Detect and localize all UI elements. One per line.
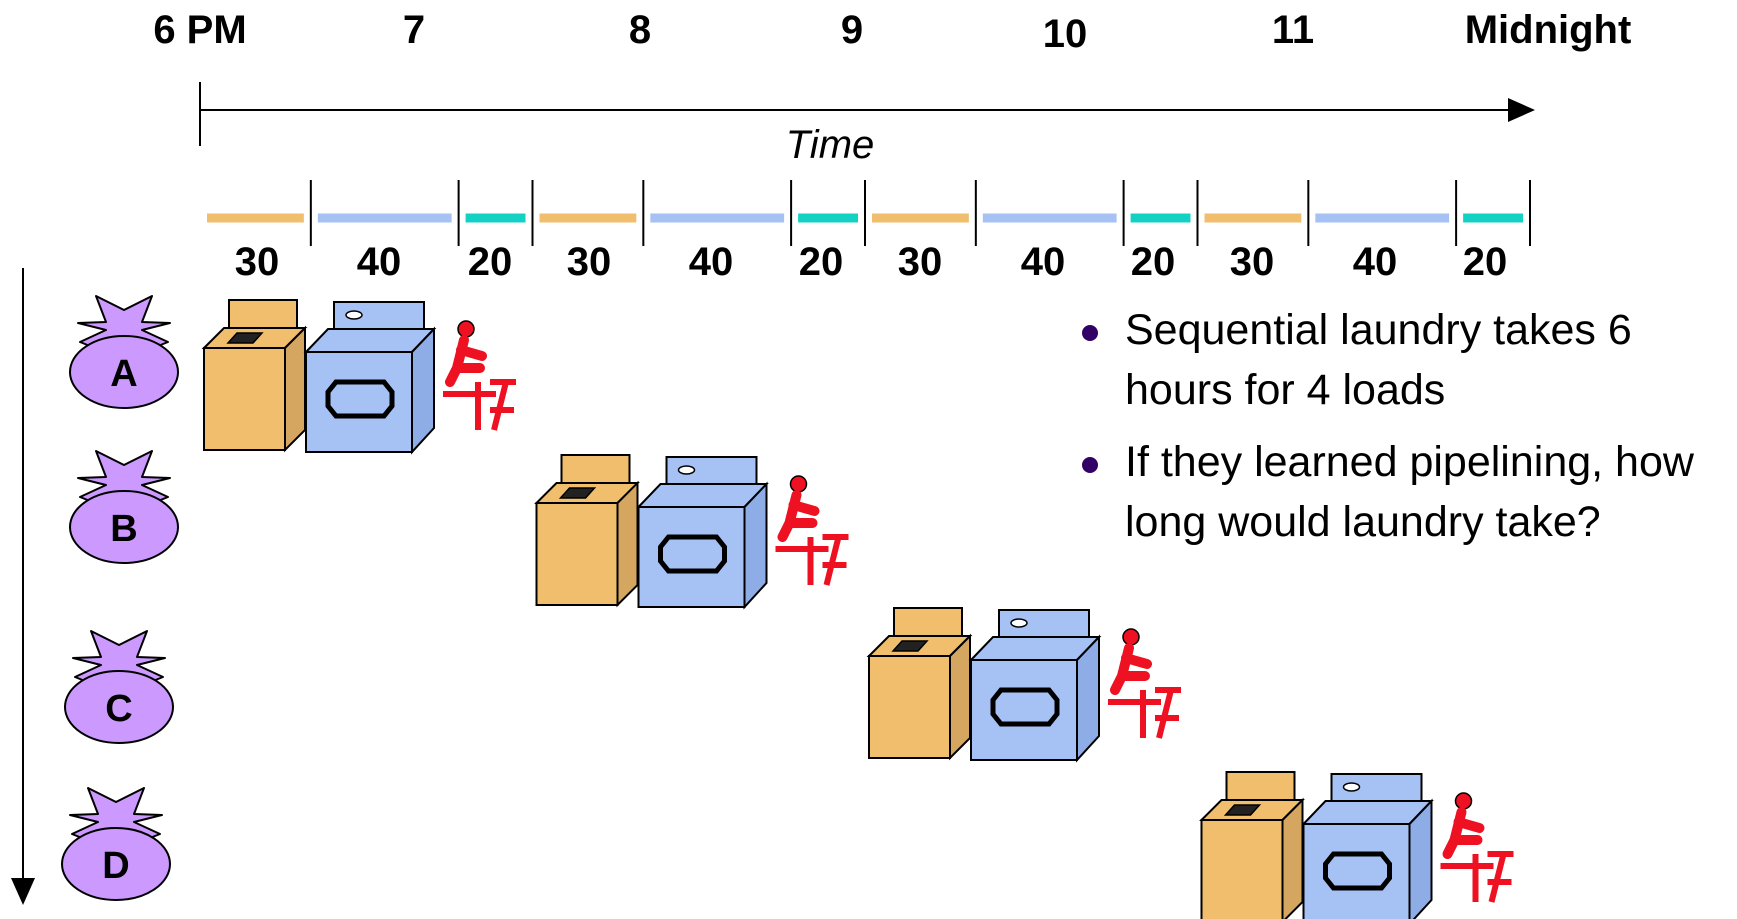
folding-person-icon xyxy=(776,476,849,585)
washer-icon xyxy=(203,299,306,451)
bullet-list: Sequential laundry takes 6 hours for 4 l… xyxy=(1082,300,1732,564)
duration-label: 40 xyxy=(1352,240,1398,284)
load-label: D xyxy=(102,845,129,887)
dryer-icon xyxy=(971,610,1099,760)
duration-label: 30 xyxy=(566,240,612,284)
time-axis-label: Time xyxy=(785,123,875,167)
duration-label: 20 xyxy=(798,240,844,284)
load-label: A xyxy=(110,353,137,395)
hour-label-7: 7 xyxy=(402,8,426,52)
duration-label: 40 xyxy=(356,240,402,284)
washer-icon xyxy=(535,454,639,606)
hour-label-midnight: Midnight xyxy=(1464,8,1632,52)
duration-label: 20 xyxy=(1130,240,1176,284)
duration-label: 20 xyxy=(1462,240,1508,284)
bullet-dot-icon xyxy=(1082,325,1098,341)
bullet-dot-icon xyxy=(1082,457,1098,473)
load-label: C xyxy=(105,688,132,730)
duration-label: 40 xyxy=(1020,240,1066,284)
duration-label: 40 xyxy=(688,240,734,284)
hour-label-9: 9 xyxy=(840,8,864,52)
washer-icon xyxy=(868,607,971,759)
washer-icon xyxy=(1200,771,1304,919)
duration-label: 20 xyxy=(467,240,513,284)
duration-label: 30 xyxy=(234,240,280,284)
dryer-icon xyxy=(639,457,767,607)
hour-label-11: 11 xyxy=(1271,8,1315,52)
folding-person-icon xyxy=(443,321,516,430)
bullet-item: If they learned pipelining, how long wou… xyxy=(1082,432,1732,552)
folding-person-icon xyxy=(1108,629,1181,738)
hour-label-6pm: 6 PM xyxy=(153,8,247,52)
duration-label: 30 xyxy=(897,240,943,284)
hour-label-8: 8 xyxy=(628,8,652,52)
hour-label-10: 10 xyxy=(1042,12,1088,56)
folding-person-icon xyxy=(1441,793,1514,902)
bullet-text: If they learned pipelining, how long wou… xyxy=(1125,438,1694,546)
load-label: B xyxy=(110,508,137,550)
dryer-icon xyxy=(306,302,434,452)
bullet-text: Sequential laundry takes 6 hours for 4 l… xyxy=(1125,306,1632,414)
duration-label: 30 xyxy=(1229,240,1275,284)
dryer-icon xyxy=(1304,774,1432,919)
bullet-item: Sequential laundry takes 6 hours for 4 l… xyxy=(1082,300,1732,420)
